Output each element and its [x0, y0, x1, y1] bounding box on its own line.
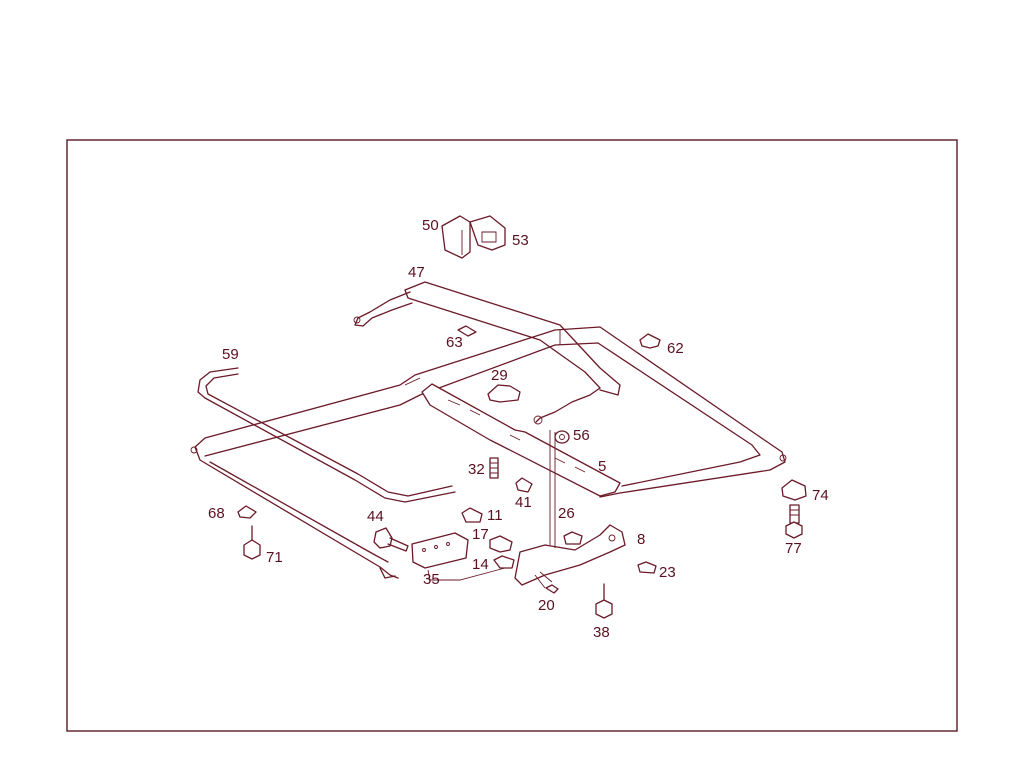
part-41-clip: [515, 477, 533, 493]
callout-23: 23: [659, 564, 676, 581]
callout-5: 5: [598, 458, 606, 475]
part-53-clip: [469, 215, 506, 251]
callout-56: 56: [573, 427, 590, 444]
part-74-clip: [781, 479, 807, 501]
callout-77: 77: [785, 540, 802, 557]
part-23-block: [637, 561, 657, 574]
callout-47: 47: [408, 264, 425, 281]
callout-8: 8: [637, 531, 645, 548]
part-35-plate: [411, 532, 506, 581]
part-63-plate: [457, 325, 477, 337]
callout-17: 17: [472, 526, 489, 543]
callout-38: 38: [593, 624, 610, 641]
part-56-nut: [554, 430, 570, 444]
part-47-rail: [353, 281, 621, 425]
callout-20: 20: [538, 597, 555, 614]
diagram-frame: [66, 139, 958, 732]
callout-68: 68: [208, 505, 225, 522]
callout-29: 29: [491, 367, 508, 384]
part-77-screw: [785, 504, 803, 539]
part-14-block: [493, 555, 515, 569]
part-11-bracket: [461, 507, 483, 523]
roof-frame: [190, 326, 787, 579]
callout-35: 35: [423, 571, 440, 588]
callout-14: 14: [472, 556, 489, 573]
callout-59: 59: [222, 346, 239, 363]
part-62-bracket: [639, 333, 661, 349]
callout-44: 44: [367, 508, 384, 525]
part-8-mechanism: [514, 430, 626, 589]
part-38-screw: [595, 583, 613, 619]
callout-62: 62: [667, 340, 684, 357]
callout-71: 71: [266, 549, 283, 566]
callout-63: 63: [446, 334, 463, 351]
part-17-block: [489, 535, 513, 553]
part-32-screw: [489, 457, 499, 479]
part-50-clip: [441, 215, 471, 259]
callout-53: 53: [512, 232, 529, 249]
part-71-screw: [243, 525, 261, 560]
callout-50: 50: [422, 217, 439, 234]
part-20-nut: [545, 584, 559, 594]
callout-41: 41: [515, 494, 532, 511]
part-68-clip: [237, 505, 257, 519]
callout-74: 74: [812, 487, 829, 504]
part-29-bracket: [487, 384, 521, 403]
part-5-guide: [421, 383, 621, 497]
callout-26: 26: [558, 505, 575, 522]
part-44-bolt: [373, 527, 409, 552]
callout-32: 32: [468, 461, 485, 478]
part-26-block: [563, 531, 583, 545]
callout-11: 11: [487, 507, 503, 524]
part-59-seal: [197, 367, 456, 503]
